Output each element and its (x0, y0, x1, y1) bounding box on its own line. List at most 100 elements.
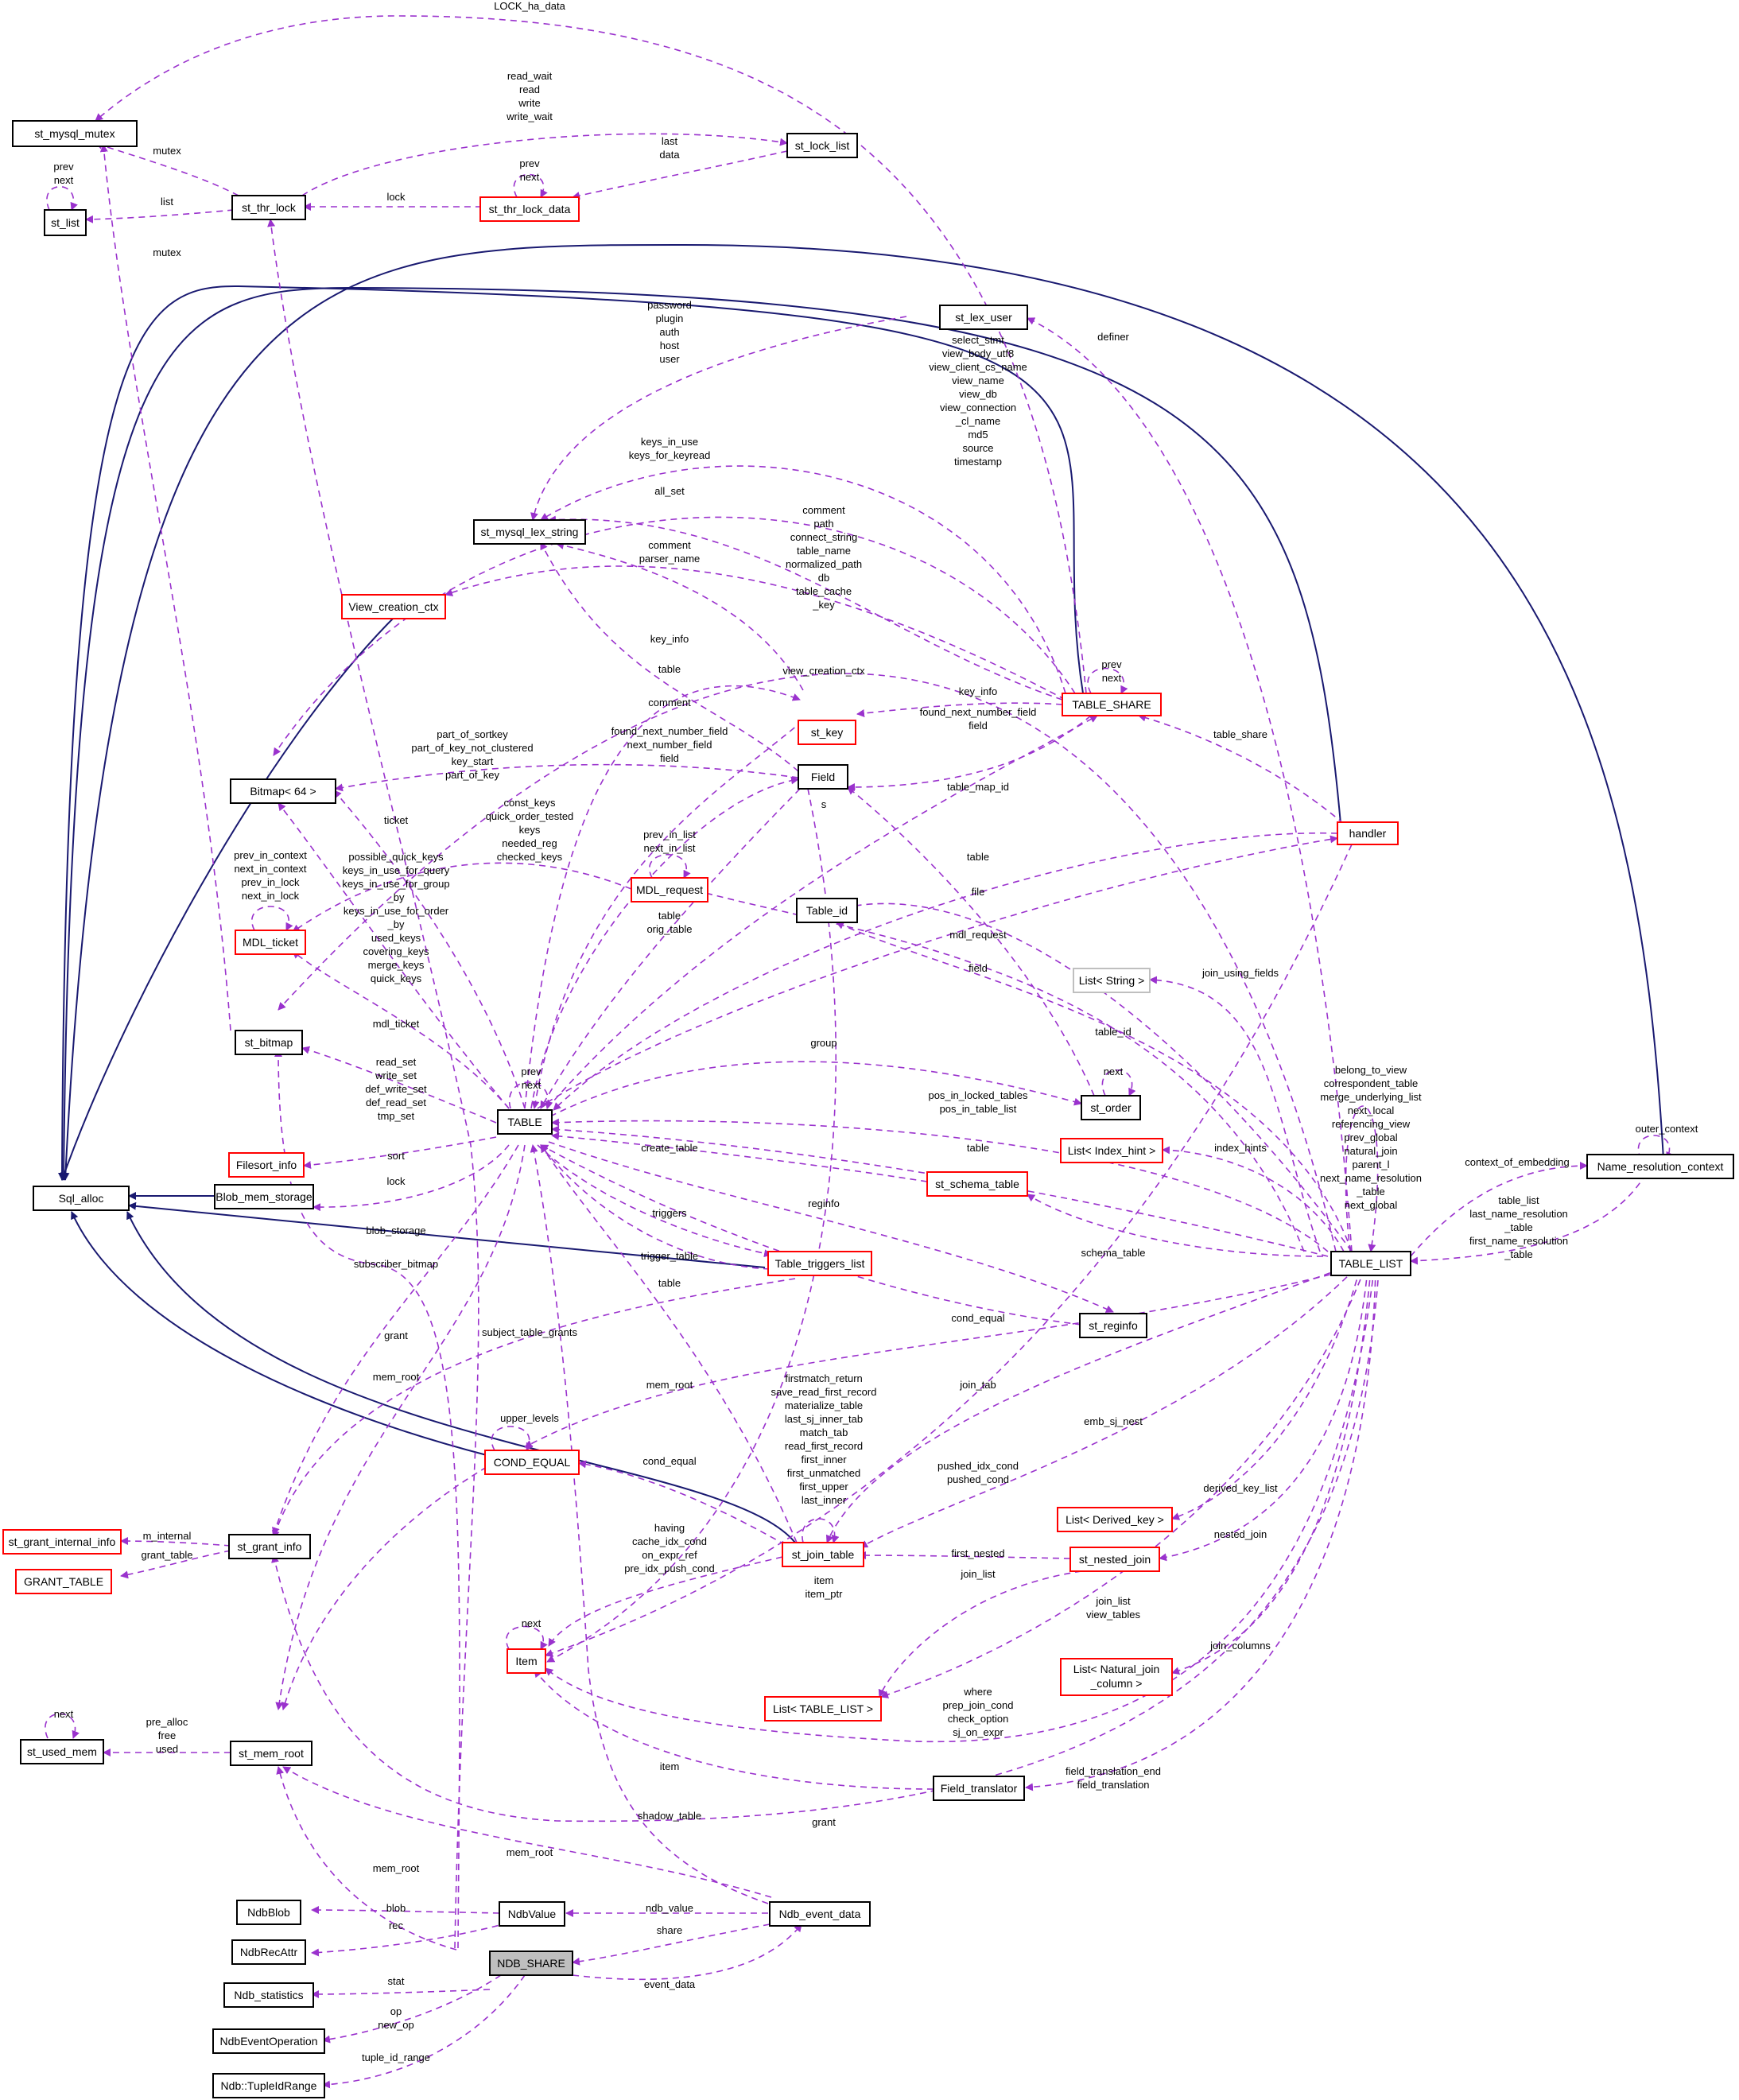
node-st-grant-internal-info[interactable]: st_grant_internal_info (2, 1529, 122, 1555)
edge-label-line: pre_alloc (146, 1716, 188, 1728)
node-table-triggers-list[interactable]: Table_triggers_list (767, 1251, 872, 1276)
edge-use-field-bitmaps (335, 763, 799, 792)
edge-label-line: used (156, 1743, 178, 1755)
node-st-used-mem[interactable]: st_used_mem (20, 1739, 104, 1764)
node-st-thr-lock-data[interactable]: st_thr_lock_data (479, 196, 580, 222)
node-st-mysql-mutex[interactable]: st_mysql_mutex (12, 120, 138, 147)
edge-label-join-list: join_list (960, 1568, 996, 1580)
edge-use-context-self (1637, 1135, 1674, 1160)
node-filesort-info[interactable]: Filesort_info (228, 1152, 305, 1178)
edge-label-line: grant (812, 1816, 836, 1828)
edge-label-share-view-strings: select_stmtview_body_utf8view_client_cs_… (929, 334, 1027, 468)
edge-label-line: cond_equal (951, 1312, 1004, 1324)
edge-label-line: cache_idx_cond (632, 1535, 707, 1547)
node-ndbblob[interactable]: NdbBlob (236, 1900, 301, 1925)
node-label: NdbValue (508, 1908, 557, 1920)
node-bitmap-64[interactable]: Bitmap< 64 > (230, 778, 336, 804)
node-mdl-request[interactable]: MDL_request (631, 877, 708, 902)
node-st-order[interactable]: st_order (1081, 1095, 1141, 1120)
edge-use-table-keys-set (333, 790, 526, 1109)
edge-label-line: key_info (959, 685, 997, 697)
node-ndb-event-operation[interactable]: NdbEventOperation (212, 2028, 325, 2054)
edge-label-line: source (962, 442, 993, 454)
node-st-join-table[interactable]: st_join_table (782, 1542, 864, 1567)
node-st-mem-root[interactable]: st_mem_root (230, 1741, 312, 1766)
node-ndb-event-data[interactable]: Ndb_event_data (769, 1901, 871, 1927)
edge-label-line: prev_global (1344, 1132, 1397, 1143)
node-ndbrecattr[interactable]: NdbRecAttr (231, 1939, 306, 1965)
node-table-list[interactable]: TABLE_LIST (1330, 1251, 1411, 1276)
node-field-translator[interactable]: Field_translator (933, 1776, 1025, 1801)
node-mdl-ticket[interactable]: MDL_ticket (235, 930, 306, 955)
edge-label-line: covering_keys (363, 945, 429, 957)
node-table-share[interactable]: TABLE_SHARE (1062, 693, 1162, 716)
edge-use-table-self (508, 1081, 553, 1109)
node-ndb-share[interactable]: NDB_SHARE (489, 1951, 573, 1976)
node-ndbvalue[interactable]: NdbValue (499, 1901, 565, 1927)
node-st-list[interactable]: st_list (44, 209, 87, 236)
node-st-grant-info[interactable]: st_grant_info (228, 1534, 311, 1559)
node-st-nested-join[interactable]: st_nested_join (1069, 1547, 1160, 1572)
node-list-table-list[interactable]: List< TABLE_LIST > (764, 1696, 882, 1722)
node-list-string[interactable]: List< String > (1073, 968, 1151, 993)
edge-label-line: join_columns (1209, 1640, 1271, 1652)
edge-inherit-table-triggers-list (128, 1201, 766, 1268)
edge-label-line: check_option (948, 1713, 1009, 1725)
node-ndb-tupleidrange[interactable]: Ndb::TupleIdRange (212, 2073, 325, 2098)
edge-label-line: merge_keys (368, 959, 425, 971)
edge-label-line: db (818, 572, 829, 584)
node-list-derived-key[interactable]: List< Derived_key > (1057, 1507, 1173, 1532)
node-item[interactable]: Item (507, 1648, 546, 1674)
node-st-thr-lock[interactable]: st_thr_lock (231, 195, 306, 220)
node-handler[interactable]: handler (1337, 821, 1399, 845)
node-view-creation-ctx[interactable]: View_creation_ctx (341, 594, 446, 619)
node-field[interactable]: Field (798, 764, 848, 790)
edge-label-first-nested: first_nested (951, 1547, 1004, 1559)
edge-label-line: item_ptr (805, 1588, 844, 1600)
node-st-reginfo[interactable]: st_reginfo (1079, 1313, 1147, 1338)
node-st-mysql-lex-string[interactable]: st_mysql_lex_string (473, 519, 586, 545)
edge-label-line: pos_in_table_list (940, 1103, 1017, 1115)
edge-label-join-using-fields: join_using_fields (1201, 967, 1279, 979)
edge-label-blob-storage: blob_storage (366, 1225, 425, 1236)
node-label: List< Index_hint > (1068, 1144, 1156, 1157)
node-cond-equal[interactable]: COND_EQUAL (484, 1450, 580, 1475)
node-st-key[interactable]: st_key (798, 720, 856, 745)
node-table-id[interactable]: Table_id (796, 898, 858, 923)
edge-label-line: comment (648, 697, 691, 708)
edge-use-tablelist-definer (1027, 317, 1353, 1252)
node-grant-table[interactable]: GRANT_TABLE (15, 1569, 112, 1594)
edge-label-line: next (522, 1617, 541, 1629)
node-table[interactable]: TABLE (497, 1109, 553, 1135)
edge-label-line: def_write_set (365, 1083, 427, 1095)
edge-use-tablelist-field-translation (1025, 1268, 1376, 1791)
node-list-index-hint[interactable]: List< Index_hint > (1060, 1138, 1163, 1163)
node-st-lock-list[interactable]: st_lock_list (786, 133, 858, 158)
node-st-bitmap[interactable]: st_bitmap (235, 1030, 303, 1055)
node-label: MDL_request (636, 883, 703, 896)
edge-use-ndb-share-lock (267, 219, 479, 1949)
edge-label-line: mem_root (373, 1862, 420, 1874)
node-name-resolution-context[interactable]: Name_resolution_context (1586, 1154, 1734, 1179)
node-list-natural-join[interactable]: List< Natural_join_column > (1060, 1658, 1173, 1696)
node-blob-mem-storage[interactable]: Blob_mem_storage (214, 1184, 314, 1209)
edge-label-table-2: table (967, 1142, 989, 1154)
edge-label-rec: rec (389, 1920, 404, 1931)
edge-label-list: list (161, 196, 173, 208)
edge-label-line: view_name (952, 375, 1004, 386)
edge-label-schema-table: schema_table (1081, 1247, 1146, 1259)
node-st-lex-user[interactable]: st_lex_user (939, 305, 1028, 330)
edge-use-tablelist-where (545, 1268, 1375, 1743)
node-ndb-statistics[interactable]: Ndb_statistics (223, 1982, 314, 2008)
node-label: st_thr_lock_data (489, 203, 571, 215)
edge-use-join-table-having (548, 1556, 783, 1647)
node-st-schema-table[interactable]: st_schema_table (926, 1171, 1028, 1197)
edge-label-line: key_start (452, 755, 494, 767)
edge-label-line: prep_join_cond (943, 1699, 1014, 1711)
edge-label-field-comment: comment (648, 697, 691, 708)
node-sql-alloc[interactable]: Sql_alloc (33, 1186, 130, 1211)
